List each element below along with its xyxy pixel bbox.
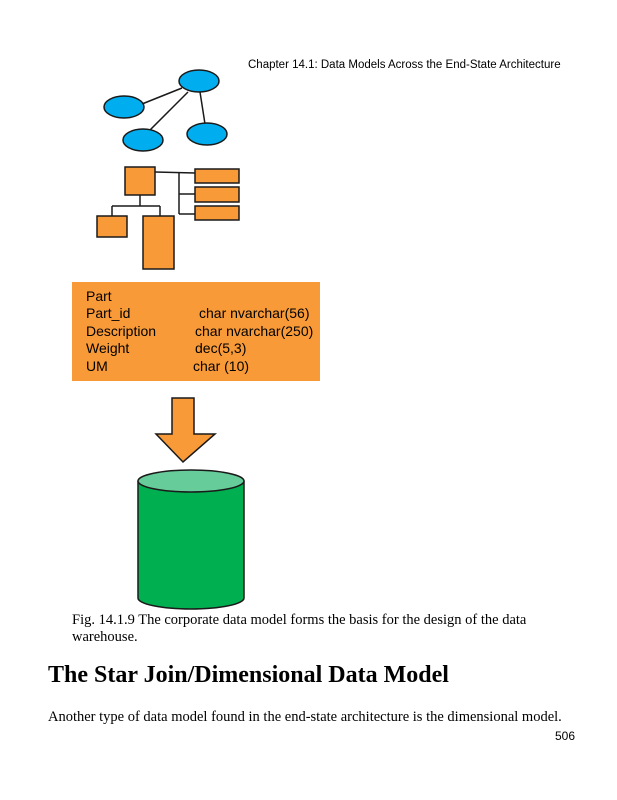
down-arrow-icon <box>154 397 217 464</box>
dis-type-box <box>142 215 175 270</box>
database-cylinder-icon <box>137 469 245 610</box>
entity-node <box>186 122 228 146</box>
attribute-name: Part_id <box>86 305 131 321</box>
entity-name: Part <box>86 288 112 304</box>
dis-primary-box <box>124 166 156 196</box>
attribute-type: char nvarchar(56) <box>199 305 310 321</box>
dis-secondary-box <box>194 205 240 221</box>
page-number: 506 <box>555 729 576 743</box>
attribute-name: Weight <box>86 340 130 356</box>
figure-caption: Fig. 14.1.9 The corporate data model for… <box>72 612 527 645</box>
dis-secondary-box <box>194 168 240 184</box>
connector-line <box>149 91 189 131</box>
attribute-name: Description <box>86 323 157 339</box>
entity-node <box>103 95 145 119</box>
connector-line <box>199 91 206 125</box>
attribute-name: UM <box>86 358 108 374</box>
erd-network <box>141 87 206 131</box>
attribute-type: dec(5,3) <box>195 340 247 356</box>
attribute-type: char nvarchar(250) <box>195 323 314 339</box>
entity-definition-box: Part Part_id char nvarchar(56) Descripti… <box>72 282 320 381</box>
erd-nodes <box>103 69 228 152</box>
attribute-type: char (10) <box>193 358 250 374</box>
dis-boxes <box>96 166 240 270</box>
dis-connectors <box>111 171 196 216</box>
body-paragraph: Another type of data model found in the … <box>48 709 562 725</box>
running-header: Chapter 14.1: Data Models Across the End… <box>248 59 561 71</box>
entity-node <box>178 69 220 93</box>
entity-node <box>122 128 164 152</box>
dis-secondary-box <box>194 186 240 203</box>
section-heading: The Star Join/Dimensional Data Model <box>48 662 449 688</box>
dis-type-box <box>96 215 128 238</box>
connector-line <box>141 87 183 105</box>
